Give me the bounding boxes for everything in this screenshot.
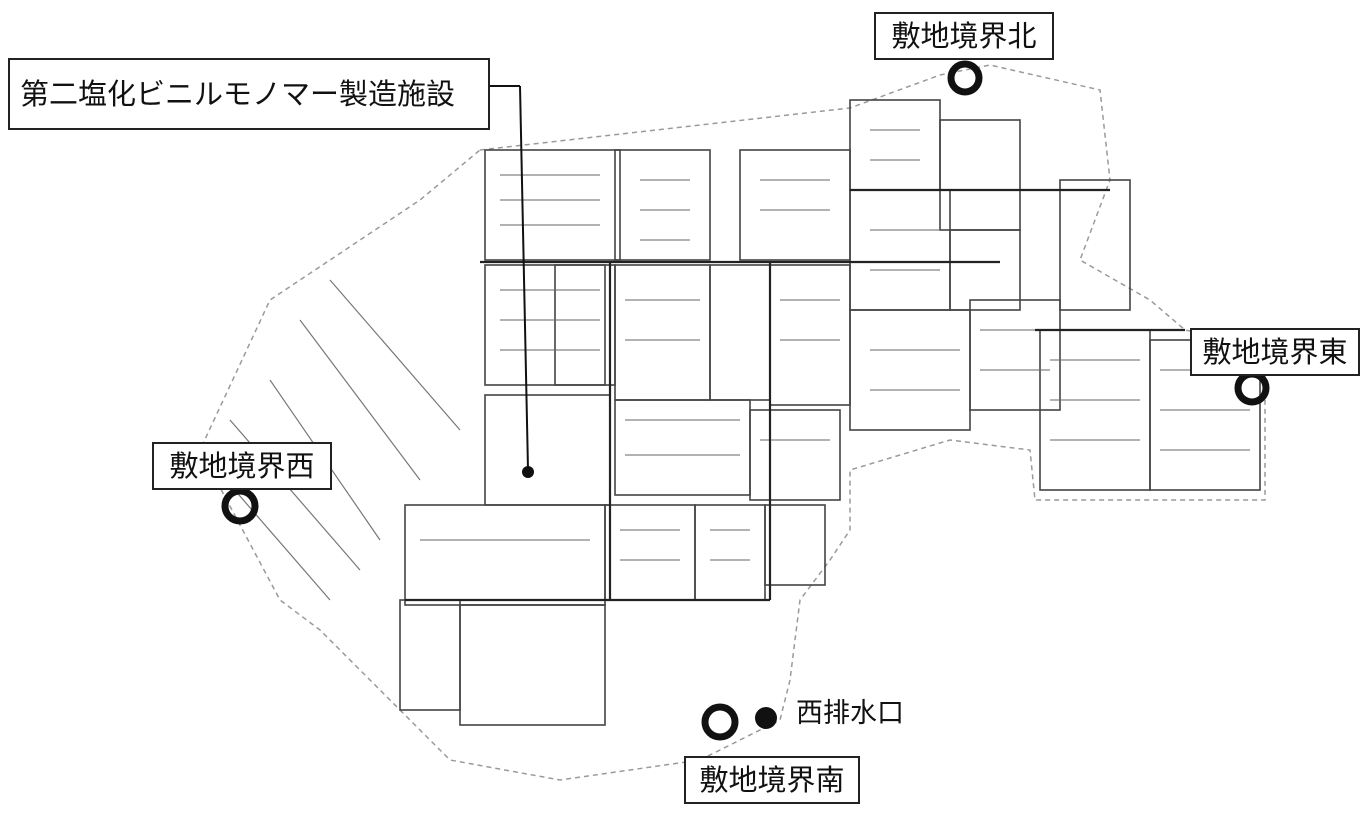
- facility-label: 第二塩化ビニルモノマー製造施設: [8, 58, 490, 130]
- ring-marker-icon-north: [947, 60, 983, 96]
- ring-marker-icon-east: [1234, 370, 1270, 406]
- boundary-west-label: 敷地境界西: [152, 442, 332, 490]
- plant-detail-lines: [420, 129, 1250, 561]
- filled-dot-icon-west-outfall: [755, 707, 777, 729]
- plant-blocks: [399, 99, 1261, 726]
- west-outfall-label: 西排水口: [796, 698, 904, 729]
- site-outline: [199, 64, 1266, 781]
- west-field-hatching: [199, 279, 461, 601]
- roads: [405, 188, 1185, 602]
- boundary-south-label: 敷地境界南: [684, 756, 860, 804]
- ring-marker-icon-south: [701, 703, 739, 741]
- facility-leader-line-vertical: [519, 85, 529, 471]
- boundary-east-label: 敷地境界東: [1190, 328, 1360, 376]
- facility-dot-icon: [522, 466, 534, 478]
- boundary-north-label: 敷地境界北: [874, 12, 1054, 60]
- ring-marker-icon-west: [221, 487, 259, 525]
